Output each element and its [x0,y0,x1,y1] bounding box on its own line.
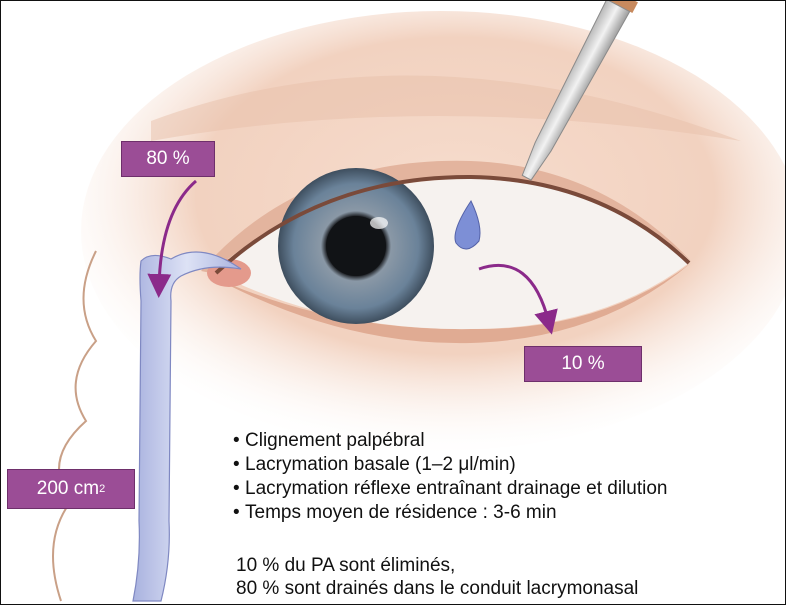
label-10-text: 10 % [561,353,604,375]
summary-line-1: 10 % du PA sont éliminés, [236,554,638,577]
eye-highlight [370,217,388,229]
factor-item: Temps moyen de résidence : 3-6 min [233,501,786,525]
summary-line-2: 80 % sont drainés dans le conduit lacrym… [236,577,638,600]
nose-outline [53,251,96,601]
label-area-exponent: 2 [99,483,105,495]
label-area-text: 200 cm [37,478,99,500]
factor-list: Clignement palpébral Lacrymation basale … [233,429,786,525]
label-10-percent: 10 % [524,346,642,382]
label-80-percent: 80 % [121,141,215,177]
factor-item: Lacrymation réflexe entraînant drainage … [233,477,786,501]
factor-item: Clignement palpébral [233,429,786,453]
label-80-text: 80 % [146,148,189,170]
factor-item: Lacrymation basale (1–2 μl/min) [233,453,786,477]
summary-text: 10 % du PA sont éliminés, 80 % sont drai… [236,554,638,600]
